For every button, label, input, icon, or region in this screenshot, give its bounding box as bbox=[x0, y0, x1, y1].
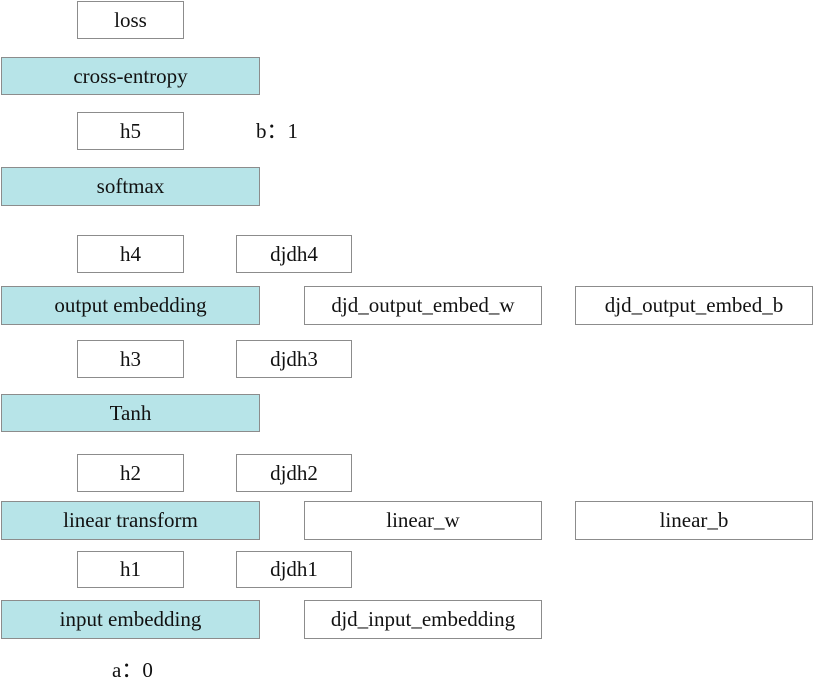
h4-node: h4 bbox=[77, 235, 184, 273]
h1-node: h1 bbox=[77, 551, 184, 588]
djdh4-node: djdh4 bbox=[236, 235, 352, 273]
tanh-op: Tanh bbox=[1, 394, 260, 432]
b-value-label: b：1 bbox=[256, 119, 298, 143]
h5-node: h5 bbox=[77, 112, 184, 150]
output-embedding-op: output embedding bbox=[1, 286, 260, 325]
djd-input-embedding-node: djd_input_embedding bbox=[304, 600, 542, 639]
a-value-label: a：0 bbox=[112, 658, 153, 682]
linear-b-node: linear_b bbox=[575, 501, 813, 540]
loss-node: loss bbox=[77, 1, 184, 39]
h2-node: h2 bbox=[77, 454, 184, 492]
linear-w-node: linear_w bbox=[304, 501, 542, 540]
djd-output-embed-w-node: djd_output_embed_w bbox=[304, 286, 542, 325]
djdh3-node: djdh3 bbox=[236, 340, 352, 378]
djd-output-embed-b-node: djd_output_embed_b bbox=[575, 286, 813, 325]
linear-transform-op: linear transform bbox=[1, 501, 260, 540]
cross-entropy-op: cross-entropy bbox=[1, 57, 260, 95]
softmax-op: softmax bbox=[1, 167, 260, 206]
djdh2-node: djdh2 bbox=[236, 454, 352, 492]
djdh1-node: djdh1 bbox=[236, 551, 352, 588]
h3-node: h3 bbox=[77, 340, 184, 378]
input-embedding-op: input embedding bbox=[1, 600, 260, 639]
